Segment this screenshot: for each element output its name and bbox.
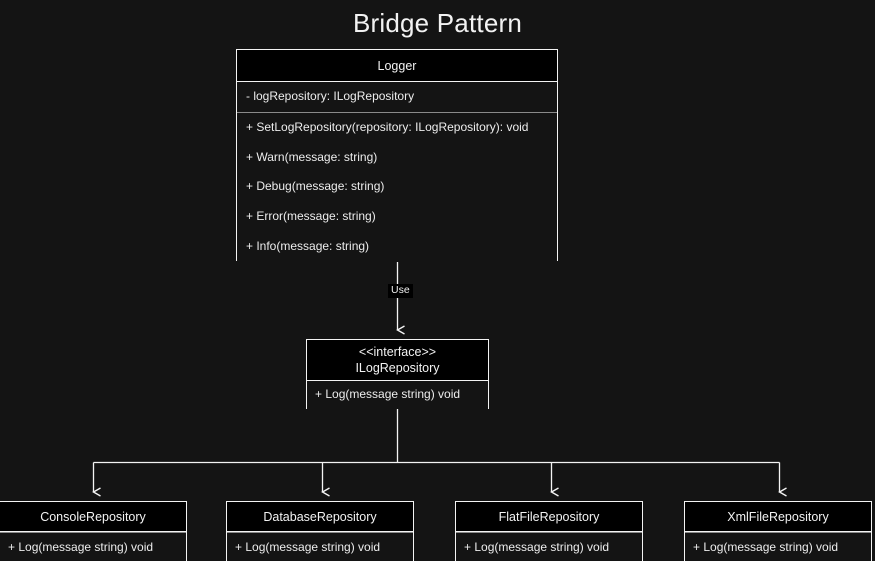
stereotype-label: <<interface>> xyxy=(358,345,437,359)
section-divider xyxy=(456,532,642,533)
methods-section-xmlfilerepository: + Log(message string) void xyxy=(685,533,871,561)
section-divider xyxy=(685,532,871,533)
class-name-xmlfilerepository: XmlFileRepository xyxy=(685,502,871,532)
method-row: + Error(message: string) xyxy=(246,209,376,224)
edge-label-use: Use xyxy=(388,284,413,298)
methods-section-consolerepository: + Log(message string) void xyxy=(0,533,186,561)
method-row: + Log(message string) void xyxy=(464,540,610,554)
method-row: + Warn(message: string) xyxy=(246,149,378,164)
class-box-logger[interactable]: Logger - logRepository: ILogRepository +… xyxy=(236,49,558,262)
methods-section-databaserepository: + Log(message string) void xyxy=(227,533,413,561)
attributes-section-logger: - logRepository: ILogRepository xyxy=(237,82,557,112)
class-name-consolerepository: ConsoleRepository xyxy=(0,502,186,532)
class-box-consolerepository[interactable]: ConsoleRepository + Log(message string) … xyxy=(0,501,187,561)
methods-section-ilogrepository: + Log(message string) void xyxy=(307,381,488,409)
edge-inheritance-tree xyxy=(92,409,787,497)
method-row: + Log(message string) void xyxy=(235,540,381,554)
method-row: + Log(message string) void xyxy=(693,540,839,554)
attribute-row: - logRepository: ILogRepository xyxy=(246,89,415,103)
methods-section-flatfilerepository: + Log(message string) void xyxy=(456,533,642,561)
class-box-flatfilerepository[interactable]: FlatFileRepository + Log(message string)… xyxy=(455,501,643,561)
section-divider xyxy=(0,532,186,533)
class-name-ilogrepository: ILogRepository xyxy=(355,360,440,375)
method-row: + Debug(message: string) xyxy=(246,179,385,194)
method-row: + SetLogRepository(repository: ILogRepos… xyxy=(246,119,529,134)
class-box-ilogrepository[interactable]: <<interface>> ILogRepository + Log(messa… xyxy=(306,339,489,409)
class-box-databaserepository[interactable]: DatabaseRepository + Log(message string)… xyxy=(226,501,414,561)
class-name-databaserepository: DatabaseRepository xyxy=(227,502,413,532)
page-title: Bridge Pattern xyxy=(352,8,522,38)
methods-section-logger: + SetLogRepository(repository: ILogRepos… xyxy=(237,112,557,262)
class-box-xmlfilerepository[interactable]: XmlFileRepository + Log(message string) … xyxy=(684,501,872,561)
method-row: + Log(message string) void xyxy=(8,540,154,554)
class-name-flatfilerepository: FlatFileRepository xyxy=(456,502,642,532)
class-name-logger: Logger xyxy=(237,50,557,82)
method-row: + Log(message string) void xyxy=(315,387,461,401)
section-divider xyxy=(237,111,557,113)
section-divider xyxy=(227,532,413,533)
method-row: + Info(message: string) xyxy=(246,238,370,253)
interface-header-ilogrepository: <<interface>> ILogRepository xyxy=(307,340,488,381)
